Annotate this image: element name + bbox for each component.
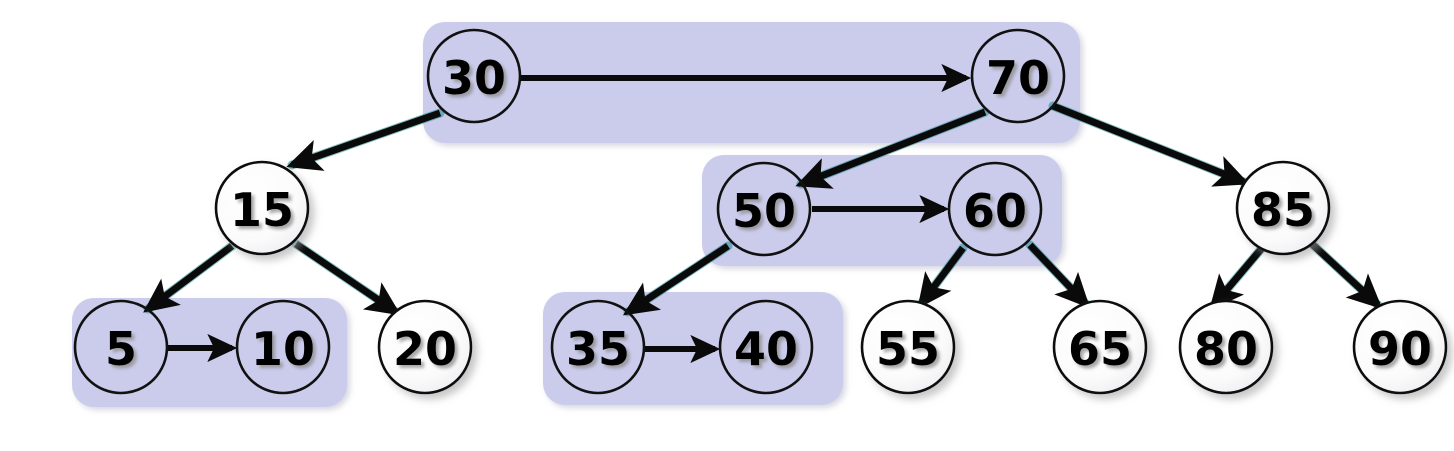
tree-node-10[interactable]: 10: [235, 299, 331, 395]
node-circle-30: [426, 28, 522, 124]
node-label-40: 40: [734, 322, 798, 376]
node-label-15: 15: [230, 183, 294, 237]
node-label-90: 90: [1368, 322, 1432, 376]
node-label-50: 50: [732, 184, 796, 238]
node-circle-40: [718, 299, 814, 395]
tree-node-90[interactable]: 90: [1352, 299, 1448, 395]
node-label-55: 55: [876, 322, 940, 376]
tree-node-65[interactable]: 65: [1052, 299, 1148, 395]
edges-layer: [143, 63, 1383, 364]
edge-85-to-90: [1309, 241, 1383, 310]
tree-node-50[interactable]: 50: [716, 161, 812, 257]
node-label-80: 80: [1194, 322, 1258, 376]
tree-node-15[interactable]: 15: [214, 160, 310, 256]
edge-50-to-35: [622, 243, 730, 316]
edge-15-to-5: [143, 243, 235, 313]
tree-node-30[interactable]: 30: [426, 28, 522, 124]
node-circle-5: [73, 299, 169, 395]
node-circle-55: [860, 299, 956, 395]
node-circle-15: [214, 160, 310, 256]
tree-node-70[interactable]: 70: [970, 28, 1066, 124]
tree-node-5[interactable]: 5: [73, 299, 169, 395]
tree-node-60[interactable]: 60: [947, 161, 1043, 257]
edge-85-to-80: [1209, 245, 1265, 311]
edge-60-to-65: [1027, 242, 1091, 309]
edge-15-to-20: [294, 241, 402, 316]
tree-node-80[interactable]: 80: [1178, 299, 1274, 395]
edge-60-to-55: [917, 245, 966, 309]
edge-70-to-50: [795, 108, 987, 189]
node-label-10: 10: [251, 322, 315, 376]
node-circle-60: [947, 161, 1043, 257]
node-label-20: 20: [393, 322, 457, 376]
edge-30-to-15: [286, 109, 442, 171]
node-circle-35: [550, 299, 646, 395]
node-circle-10: [235, 299, 331, 395]
tree-node-55[interactable]: 55: [860, 299, 956, 395]
node-circle-20: [377, 299, 473, 395]
nodes-layer: 30 70 15 50 60 85 5 10 20 35 40 55 65 80 90: [73, 28, 1448, 395]
tree-node-20[interactable]: 20: [377, 299, 473, 395]
edge-70-to-85: [1051, 102, 1250, 187]
node-circle-70: [970, 28, 1066, 124]
node-label-85: 85: [1251, 183, 1315, 237]
node-circle-85: [1235, 160, 1331, 256]
node-circle-50: [716, 161, 812, 257]
node-label-35: 35: [566, 322, 630, 376]
node-circle-80: [1178, 299, 1274, 395]
node-circle-65: [1052, 299, 1148, 395]
tree-node-35[interactable]: 35: [550, 299, 646, 395]
node-label-60: 60: [963, 184, 1027, 238]
tree-node-85[interactable]: 85: [1235, 160, 1331, 256]
node-circle-90: [1352, 299, 1448, 395]
node-label-70: 70: [986, 51, 1050, 105]
node-label-65: 65: [1068, 322, 1132, 376]
highlight-group-root-group-30-70: [423, 22, 1080, 143]
tree-node-40[interactable]: 40: [718, 299, 814, 395]
node-label-5: 5: [105, 322, 137, 376]
node-label-30: 30: [442, 51, 506, 105]
